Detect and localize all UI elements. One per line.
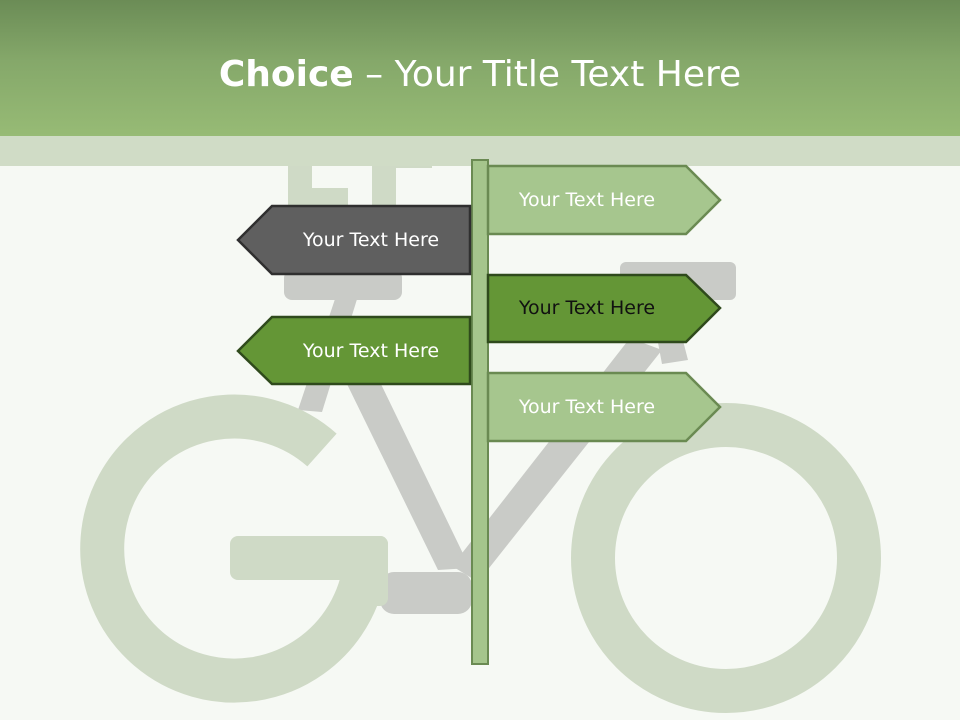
sign-3-shape xyxy=(486,273,722,344)
title-separator: – xyxy=(353,54,395,95)
sign-2-shape xyxy=(236,204,472,276)
sign-1-shape xyxy=(486,164,722,236)
signpost-pole xyxy=(471,159,489,665)
sign-5-shape xyxy=(486,371,722,443)
title-bar xyxy=(0,0,960,136)
sign-4-label[interactable]: Your Text Here xyxy=(302,340,440,362)
sign-5-label[interactable]: Your Text Here xyxy=(518,396,656,418)
sign-4-shape xyxy=(236,315,472,386)
sign-2-label[interactable]: Your Text Here xyxy=(302,229,440,251)
title-rest: Your Title Text Here xyxy=(394,54,742,95)
sign-1-label[interactable]: Your Text Here xyxy=(518,189,656,211)
title-bold: Choice xyxy=(218,54,354,95)
slide-title: Choice – Your Title Text Here xyxy=(0,48,960,102)
g-stem xyxy=(344,536,388,606)
sign-3-label[interactable]: Your Text Here xyxy=(518,297,656,319)
bike-wheels xyxy=(80,394,881,713)
